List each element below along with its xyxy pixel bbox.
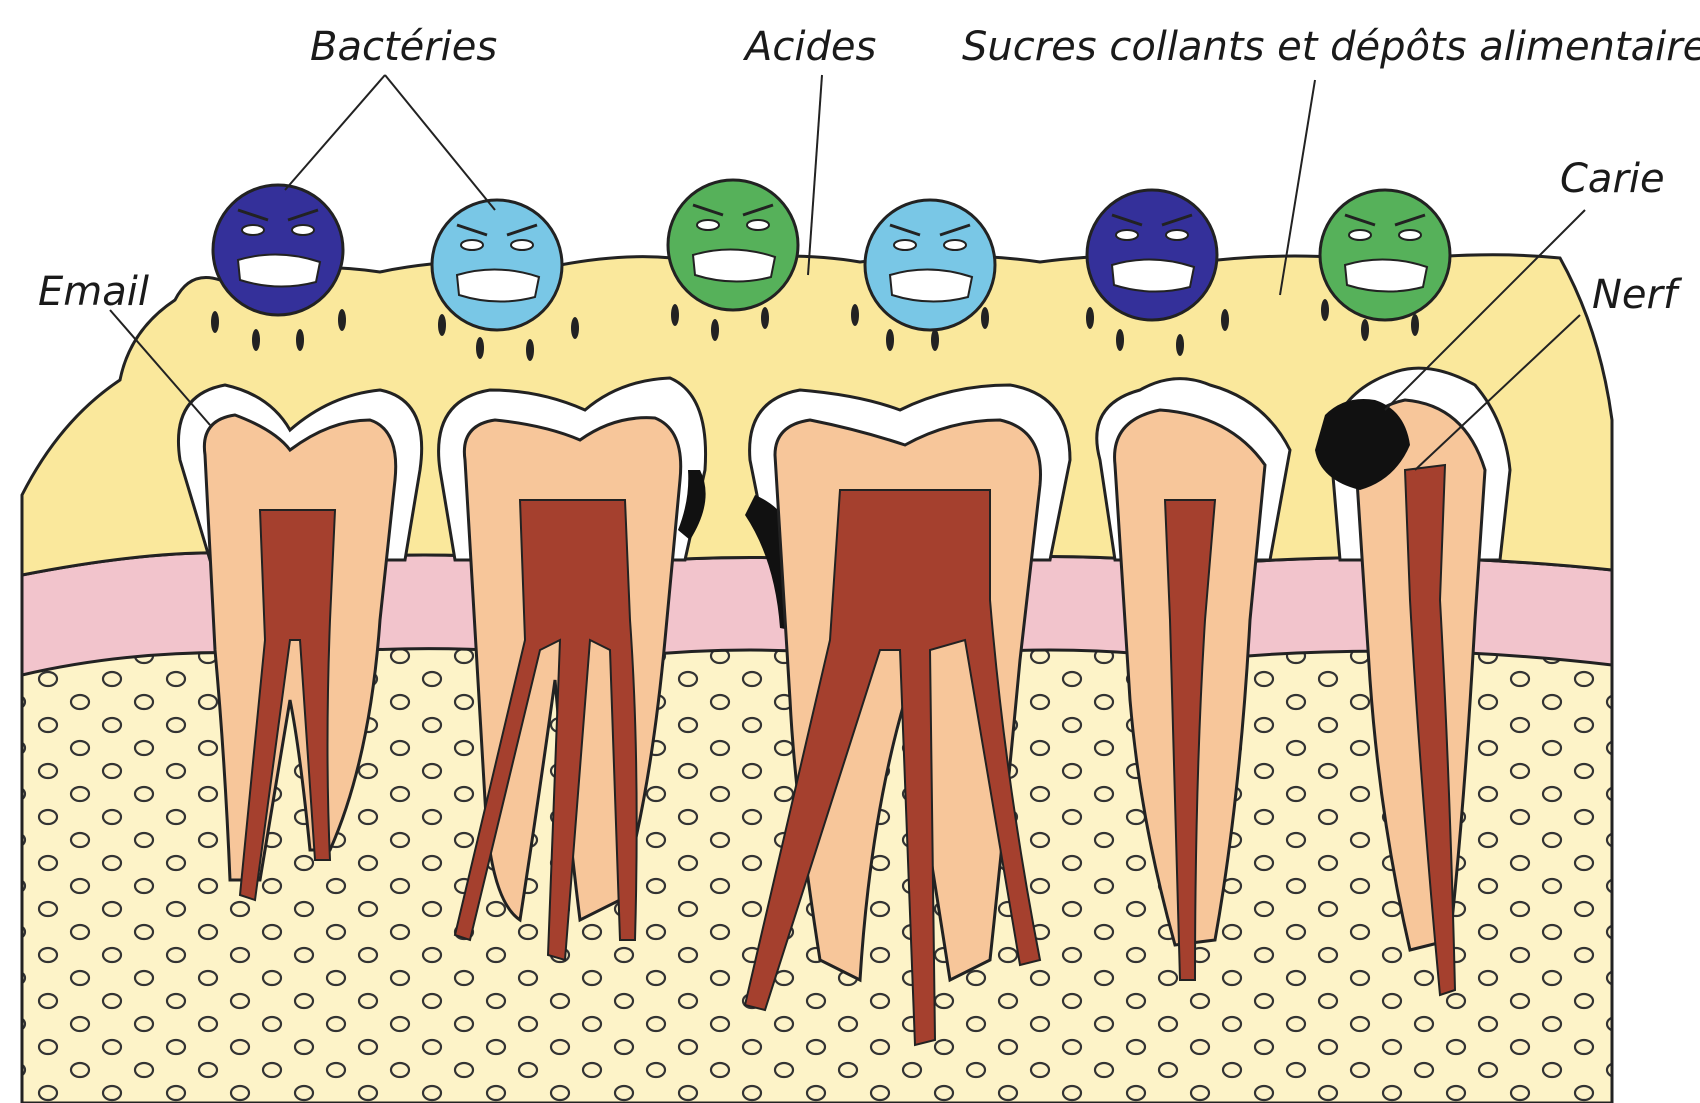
- bacterium-eye: [242, 225, 264, 235]
- bacterium-body: [1087, 190, 1217, 320]
- bacterium-body: [432, 200, 562, 330]
- bacterium-eye: [1116, 230, 1138, 240]
- bacterium-mouth: [1112, 259, 1194, 291]
- bacterium-mouth: [1345, 259, 1427, 291]
- label-decay: Carie: [1560, 156, 1665, 202]
- bacterium-3: [668, 180, 798, 310]
- bacterium-eye: [461, 240, 483, 250]
- bacterium-eye: [747, 220, 769, 230]
- bacterium-mouth: [890, 269, 972, 301]
- bacterium-body: [1320, 190, 1450, 320]
- bacterium-eye: [944, 240, 966, 250]
- bacterium-6: [1320, 190, 1450, 320]
- bacterium-eye: [511, 240, 533, 250]
- bacterium-eye: [1166, 230, 1188, 240]
- bacterium-eye: [697, 220, 719, 230]
- bacterium-4: [865, 200, 995, 330]
- label-enamel: Email: [38, 269, 149, 315]
- bacterium-body: [865, 200, 995, 330]
- label-bacteria: Bactéries: [310, 24, 497, 70]
- bacterium-5: [1087, 190, 1217, 320]
- bacterium-2: [432, 200, 562, 330]
- bacterium-eye: [894, 240, 916, 250]
- label-nerve: Nerf: [1592, 272, 1683, 318]
- bacterium-mouth: [457, 269, 539, 301]
- bacterium-eye: [292, 225, 314, 235]
- bacterium-body: [213, 185, 343, 315]
- bacterium-mouth: [238, 254, 320, 286]
- bacterium-mouth: [693, 249, 775, 281]
- bacterium-eye: [1399, 230, 1421, 240]
- bacterium-body: [668, 180, 798, 310]
- bacterium-1: [213, 185, 343, 315]
- label-acids: Acides: [742, 24, 876, 70]
- bacterium-eye: [1349, 230, 1371, 240]
- label-sugars: Sucres collants et dépôts alimentaires: [962, 24, 1700, 70]
